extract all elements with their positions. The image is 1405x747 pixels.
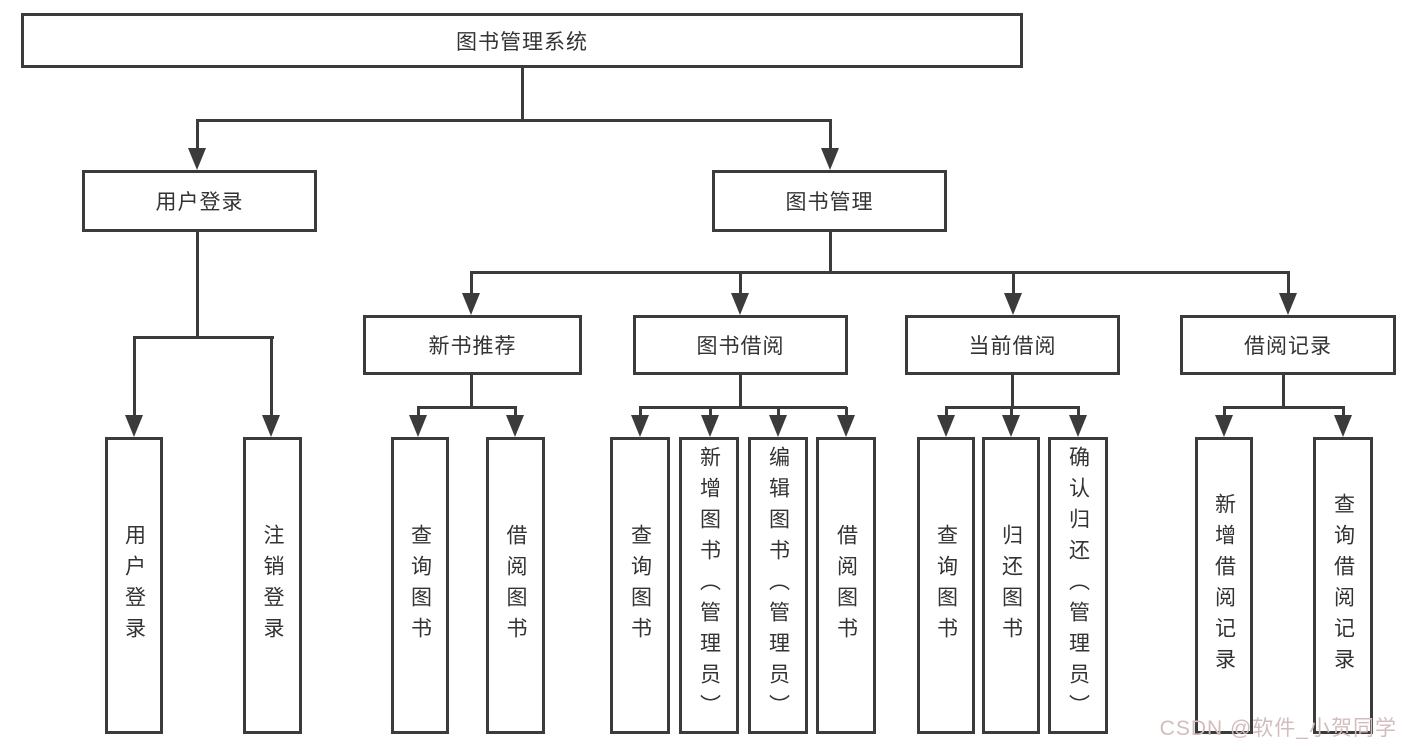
node-user-login: 用户登录 (82, 170, 317, 232)
leaf-return-book-label: 归还图书 (999, 523, 1023, 648)
node-borrow-records-label: 借阅记录 (1244, 335, 1332, 358)
leaf-query-books-3: 查询图书 (917, 437, 975, 734)
leaf-query-books-1-label: 查询图书 (408, 523, 432, 648)
connector-vline (1222, 407, 1226, 417)
leaf-logout-label: 注销登录 (261, 523, 284, 648)
connector-vline (132, 337, 136, 417)
arrow-down-icon (506, 415, 524, 437)
arrow-down-icon (125, 415, 143, 437)
connector-vline (269, 337, 273, 417)
node-borrow-records: 借阅记录 (1180, 315, 1396, 375)
connector-vline (776, 407, 780, 417)
arrow-down-icon (701, 415, 719, 437)
csdn-watermark: CSDN @软件_小贺同学 (1159, 717, 1397, 740)
arrow-down-icon (1215, 415, 1233, 437)
connector-vline (1341, 407, 1345, 417)
connector-vline (1076, 407, 1080, 417)
arrow-down-icon (631, 415, 649, 437)
leaf-borrow-books-1: 借阅图书 (486, 437, 545, 734)
leaf-add-borrow-record-label: 新增借阅记录 (1212, 492, 1236, 679)
leaf-add-book-admin: 新增图书（管理员） (679, 437, 739, 734)
leaf-query-borrow-record: 查询借阅记录 (1313, 437, 1373, 734)
connector-hline (133, 335, 274, 339)
connector-vline (520, 68, 524, 120)
node-new-book-recommend-label: 新书推荐 (428, 335, 517, 358)
connector-vline (1281, 375, 1285, 408)
arrow-down-icon (837, 415, 855, 437)
arrow-down-icon (1069, 415, 1087, 437)
node-user-login-label: 用户登录 (155, 191, 244, 214)
leaf-add-borrow-record: 新增借阅记录 (1195, 437, 1253, 734)
connector-hline (1222, 405, 1345, 409)
leaf-borrow-books-2: 借阅图书 (816, 437, 876, 734)
arrow-down-icon (731, 293, 749, 315)
arrow-down-icon (937, 415, 955, 437)
connector-vline (1009, 407, 1013, 417)
connector-hline (469, 270, 1290, 274)
node-root: 图书管理系统 (21, 13, 1023, 68)
leaf-edit-book-admin-label: 编辑图书（管理员） (766, 446, 790, 725)
arrow-down-icon (769, 415, 787, 437)
node-book-management: 图书管理 (712, 170, 947, 232)
connector-hline (195, 118, 832, 122)
arrow-down-icon (1279, 293, 1297, 315)
node-new-book-recommend: 新书推荐 (363, 315, 582, 375)
connector-vline (1286, 272, 1290, 295)
leaf-query-books-2-label: 查询图书 (628, 523, 652, 648)
connector-hline (639, 405, 847, 409)
connector-vline (944, 407, 948, 417)
leaf-return-book: 归还图书 (982, 437, 1040, 734)
node-root-label: 图书管理系统 (456, 30, 588, 54)
node-current-borrow: 当前借阅 (905, 315, 1120, 375)
leaf-query-books-3-label: 查询图书 (934, 523, 958, 648)
connector-vline (513, 407, 517, 417)
arrow-down-icon (1002, 415, 1020, 437)
connector-vline (469, 375, 473, 408)
node-book-management-label: 图书管理 (785, 191, 874, 214)
connector-vline (828, 232, 832, 274)
connector-vline (195, 120, 199, 150)
leaf-confirm-return-admin: 确认归还（管理员） (1048, 437, 1108, 734)
leaf-add-book-admin-label: 新增图书（管理员） (697, 446, 721, 725)
arrow-down-icon (188, 148, 206, 170)
arrow-down-icon (1334, 415, 1352, 437)
leaf-edit-book-admin: 编辑图书（管理员） (748, 437, 808, 734)
node-current-borrow-label: 当前借阅 (968, 335, 1057, 358)
connector-vline (708, 407, 712, 417)
leaf-query-books-1: 查询图书 (391, 437, 449, 734)
leaf-confirm-return-admin-label: 确认归还（管理员） (1066, 446, 1090, 725)
connector-vline (1011, 272, 1015, 295)
leaf-query-borrow-record-label: 查询借阅记录 (1331, 492, 1355, 679)
leaf-borrow-books-2-label: 借阅图书 (834, 523, 858, 648)
connector-vline (1010, 375, 1014, 408)
leaf-user-login: 用户登录 (105, 437, 163, 734)
connector-vline (738, 272, 742, 295)
connector-vline (844, 407, 848, 417)
arrow-down-icon (409, 415, 427, 437)
connector-vline (638, 407, 642, 417)
node-book-borrow: 图书借阅 (633, 315, 848, 375)
arrow-down-icon (1004, 293, 1022, 315)
arrow-down-icon (262, 415, 280, 437)
connector-vline (416, 407, 420, 417)
leaf-logout: 注销登录 (243, 437, 302, 734)
arrow-down-icon (821, 148, 839, 170)
leaf-query-books-2: 查询图书 (610, 437, 670, 734)
node-book-borrow-label: 图书借阅 (696, 335, 785, 358)
connector-vline (469, 272, 473, 295)
leaf-borrow-books-1-label: 借阅图书 (504, 523, 527, 648)
arrow-down-icon (462, 293, 480, 315)
connector-vline (195, 232, 199, 338)
connector-hline (417, 405, 517, 409)
connector-vline (828, 120, 832, 150)
connector-vline (738, 375, 742, 408)
leaf-user-login-label: 用户登录 (122, 523, 146, 648)
